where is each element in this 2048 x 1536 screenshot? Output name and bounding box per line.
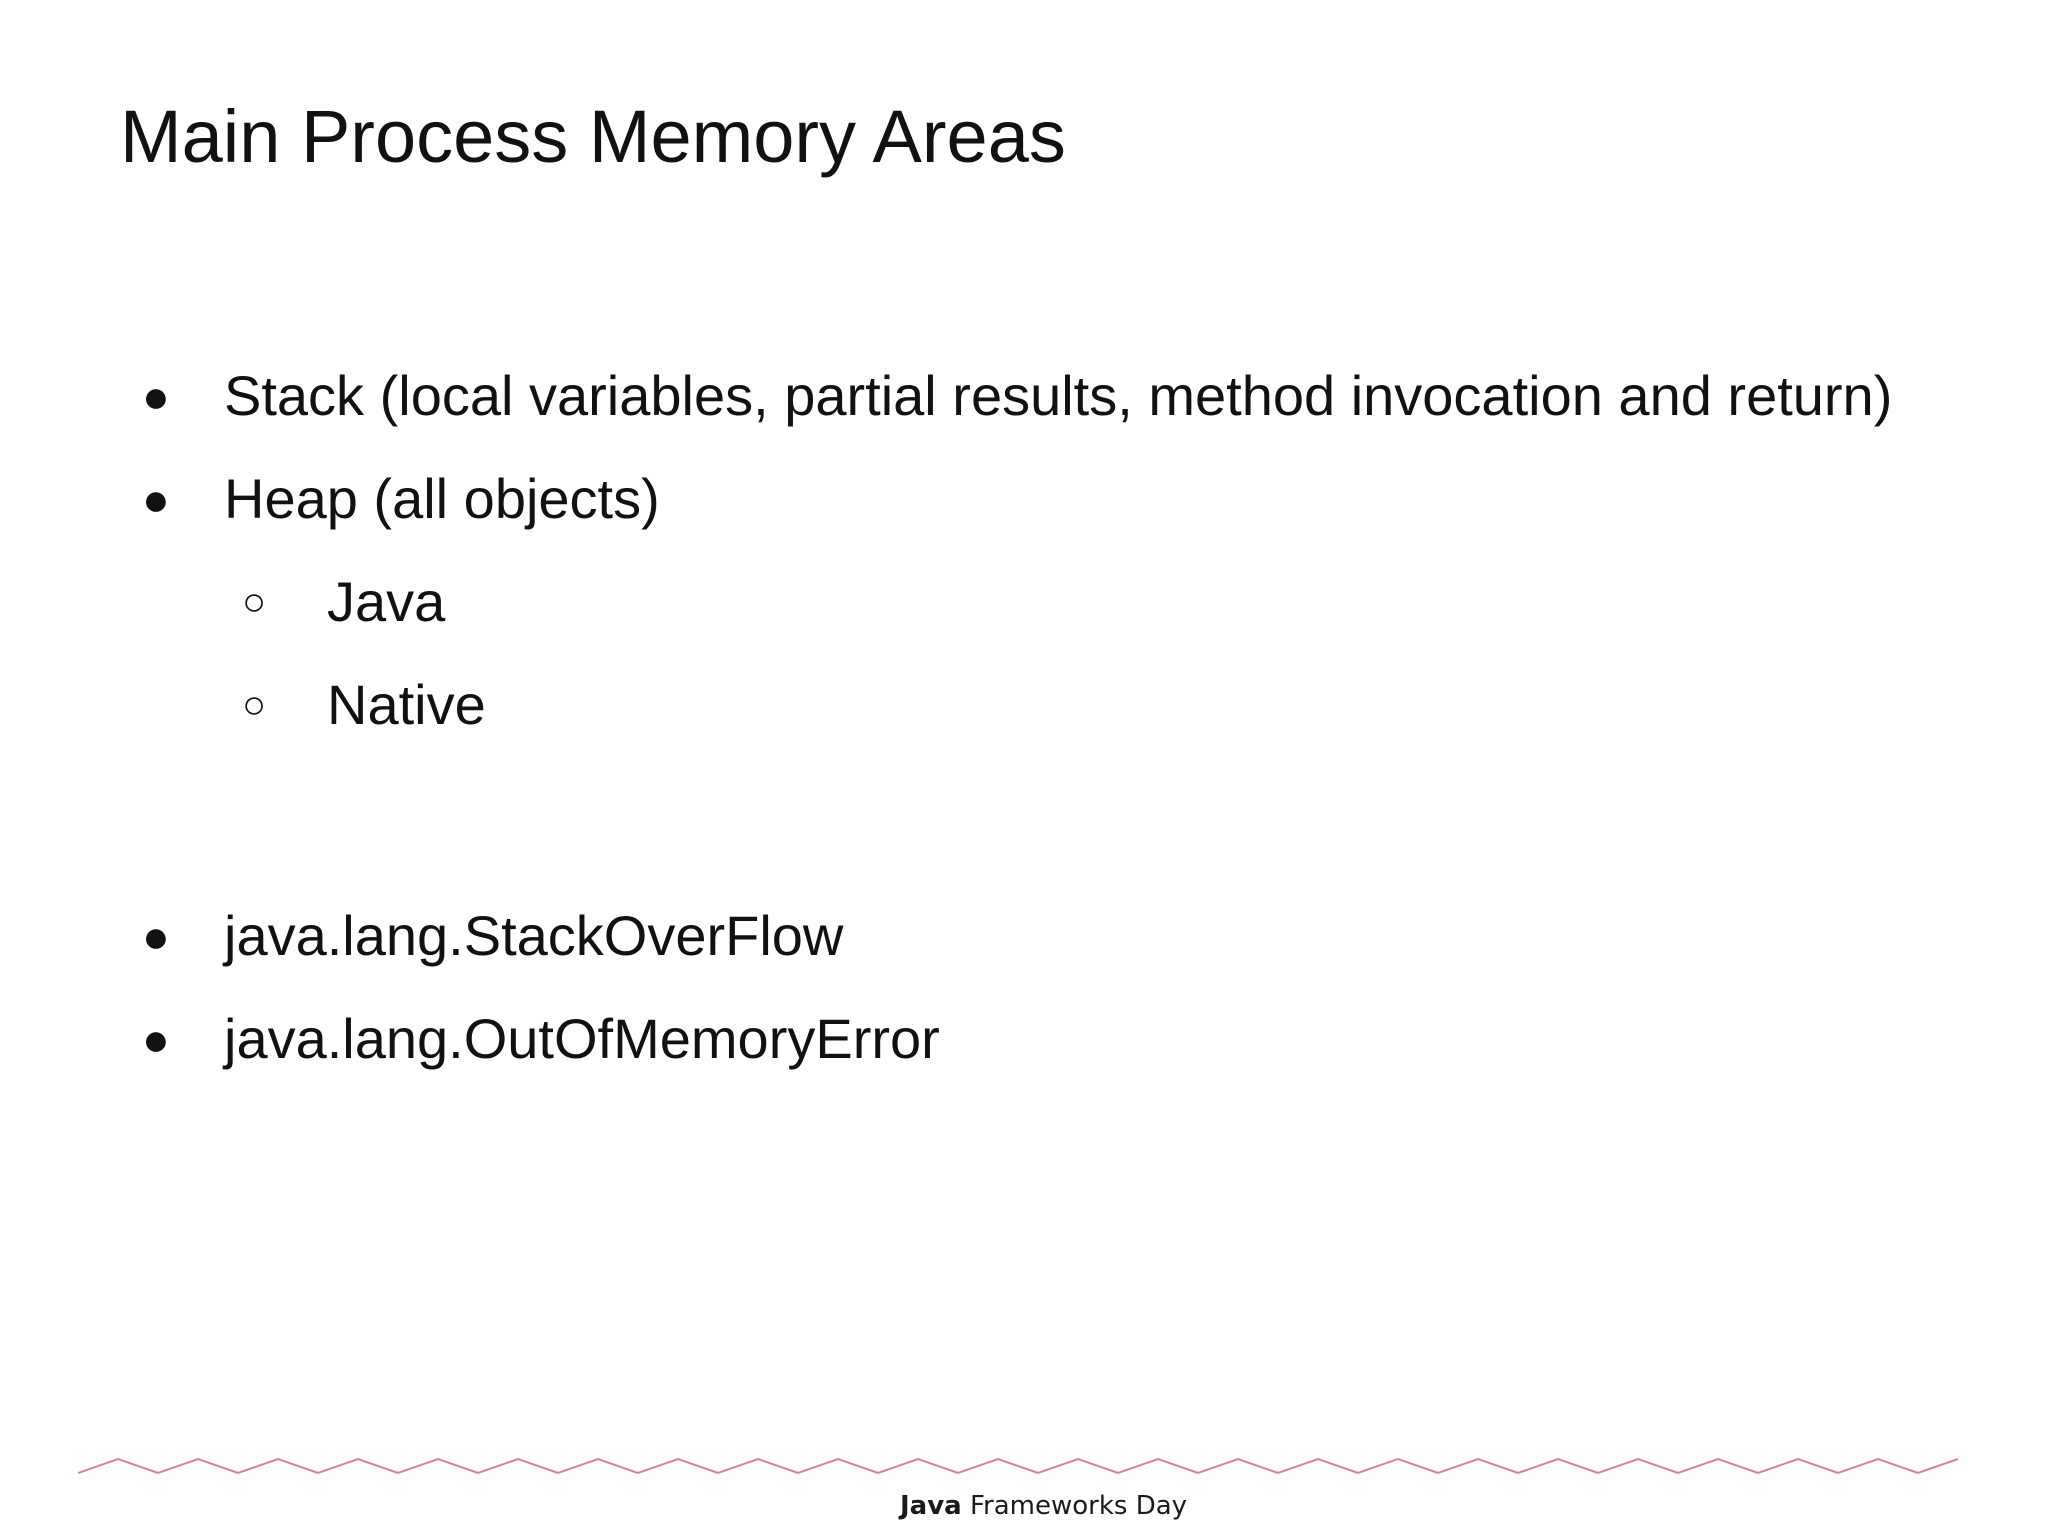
list-item-text: Heap (all objects) [224,467,660,530]
logo-rest-text: Frameworks Day [961,1491,1188,1521]
logo-bold-text: Java [900,1491,962,1521]
list-item-text: java.lang.StackOverFlow [224,904,844,967]
bullet-filled-icon: ● [142,370,170,422]
list-item-text: Stack (local variables, partial results,… [224,364,1893,427]
slide-footer: Java Frameworks Day [0,1455,2048,1536]
bullet-hollow-icon: ○ [242,683,267,727]
bullet-filled-icon: ● [142,1013,170,1065]
java-frameworks-day-logo: Java Frameworks Day [900,1493,1187,1519]
bullet-hollow-icon: ○ [242,580,267,624]
zigzag-divider [78,1457,1959,1475]
list-subitem-text: Java [327,570,446,633]
bullet-filled-icon: ● [142,473,170,525]
list-item-text: java.lang.OutOfMemoryError [224,1007,940,1070]
list-subitem-text: Native [327,673,486,736]
slide-title: Main Process Memory Areas [120,95,1066,178]
bullet-filled-icon: ● [142,910,170,962]
